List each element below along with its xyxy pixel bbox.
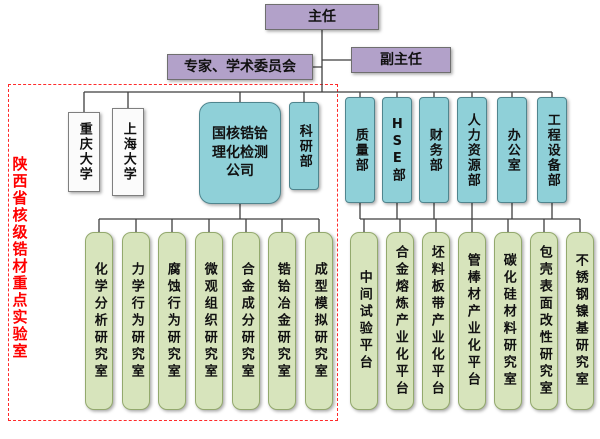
lab-alloy-composition: 合金成分研究室 bbox=[232, 232, 260, 410]
research-dept-box: 科研部 bbox=[289, 102, 319, 190]
platform-alloy-melting: 合金熔炼产业化平台 bbox=[386, 232, 414, 410]
lab-stainless-nickel-base: 不锈钢镍基研究室 bbox=[566, 232, 594, 410]
university-shanghai: 上海大学 bbox=[112, 108, 144, 196]
dept-quality: 质量部 bbox=[345, 97, 375, 203]
lab-microstructure: 微观组织研究室 bbox=[195, 232, 223, 410]
committee-box: 专家、学术委员会 bbox=[167, 54, 313, 80]
lab-chemical-analysis: 化学分析研究室 bbox=[85, 232, 113, 410]
dept-finance: 财务部 bbox=[419, 97, 449, 203]
key-lab-label: 陕西省核级锆材重点实验室 bbox=[10, 155, 29, 360]
lab-corrosion-behavior: 腐蚀行为研究室 bbox=[158, 232, 186, 410]
platform-tube-rod: 管棒材产业化平台 bbox=[458, 232, 486, 410]
deputy-director-box: 副主任 bbox=[351, 47, 451, 73]
dept-hr: 人力资源部 bbox=[457, 97, 487, 203]
director-box: 主任 bbox=[265, 4, 379, 30]
university-chongqing: 重庆大学 bbox=[68, 112, 100, 192]
lab-cladding-surface-modification: 包壳表面改性研究室 bbox=[530, 232, 558, 410]
lab-forming-simulation: 成型模拟研究室 bbox=[305, 232, 333, 410]
platform-billet-strip: 坯料板带产业化平台 bbox=[422, 232, 450, 410]
platform-intermediate-test: 中间试验平台 bbox=[350, 232, 378, 410]
dept-equipment: 工程设备部 bbox=[537, 97, 567, 203]
key-lab-frame bbox=[8, 84, 338, 421]
testing-company-box: 国核锆铪理化检测公司 bbox=[199, 102, 281, 204]
lab-mechanical-behavior: 力学行为研究室 bbox=[122, 232, 150, 410]
lab-zr-hf-metallurgy: 锆铪冶金研究室 bbox=[268, 232, 296, 410]
dept-hse: HSE部 bbox=[382, 97, 412, 203]
lab-sic-materials: 碳化硅材料研究室 bbox=[494, 232, 522, 410]
dept-office: 办公室 bbox=[497, 97, 527, 203]
